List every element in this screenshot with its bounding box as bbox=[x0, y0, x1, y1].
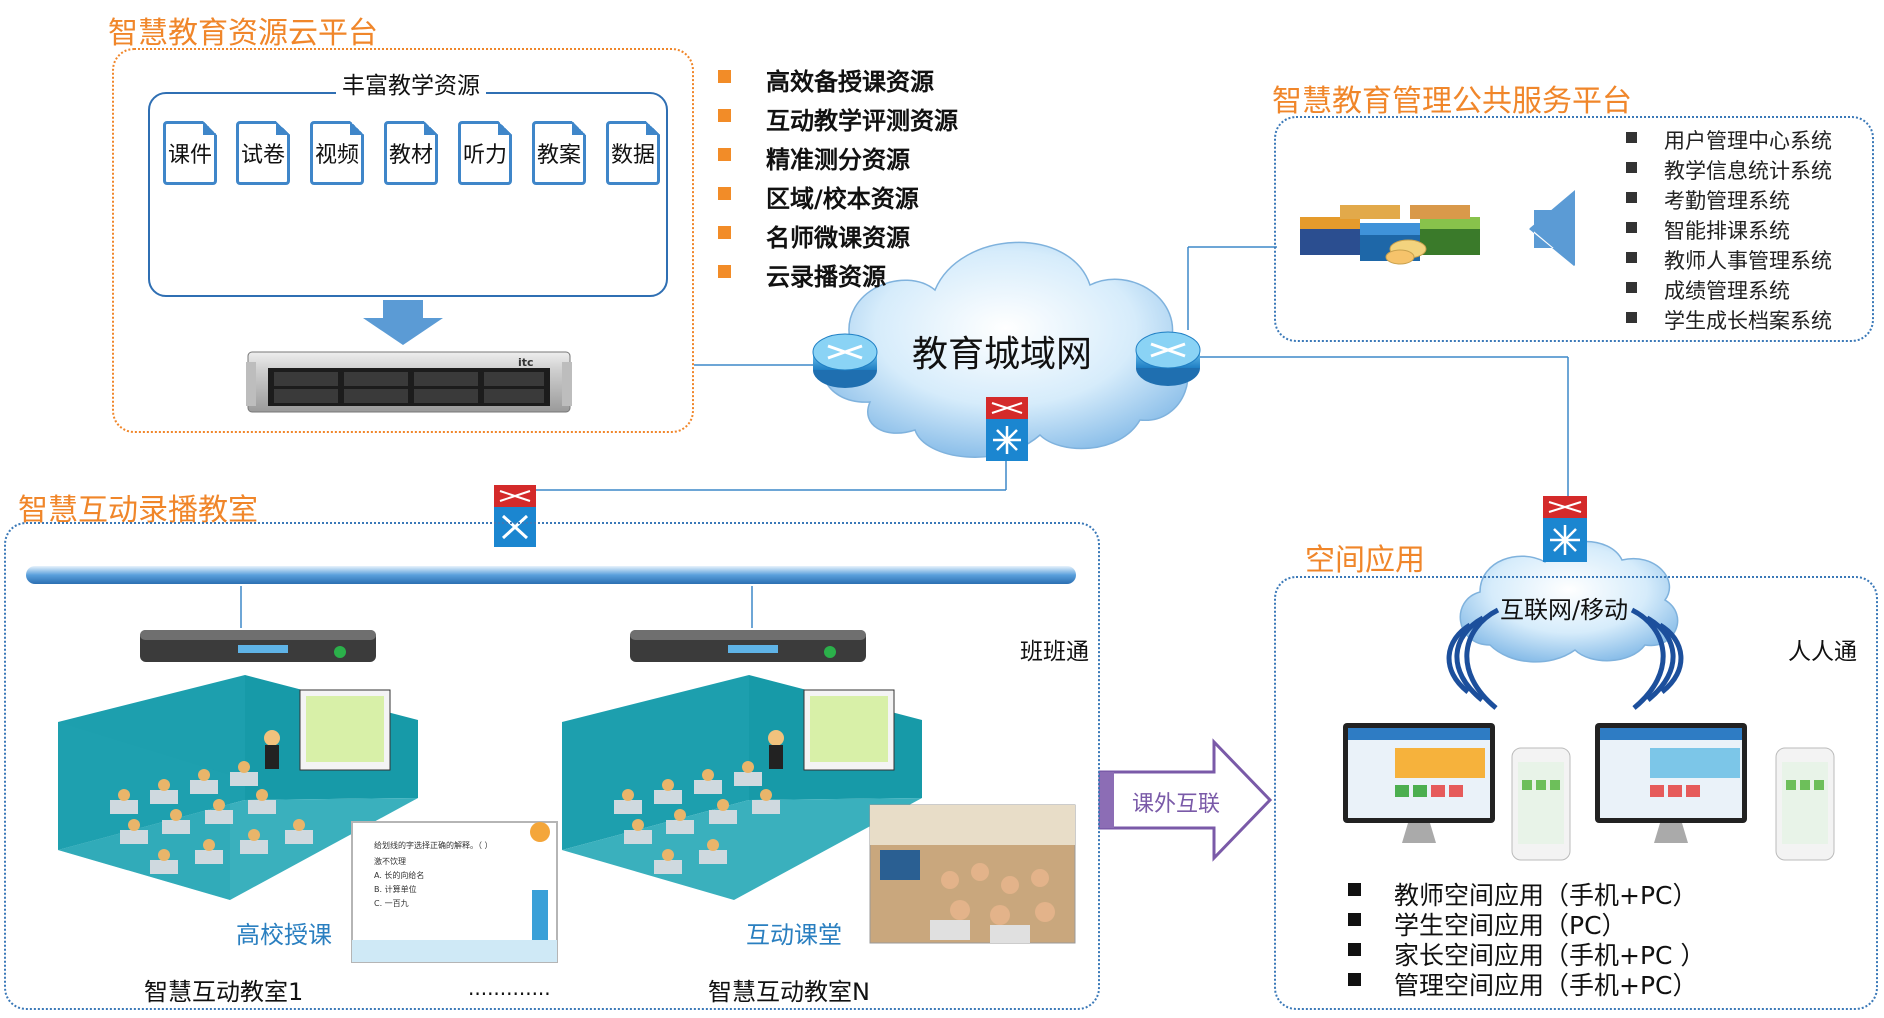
space-apps-list: 教师空间应用（手机+PC） 学生空间应用（PC） 家长空间应用（手机+PC ） … bbox=[1348, 876, 1705, 1000]
banbantong-label: 班班通 bbox=[1020, 639, 1089, 665]
quiz-line: C. 一百九 bbox=[374, 899, 409, 908]
space-app-item: 教师空间应用（手机+PC） bbox=[1348, 876, 1705, 910]
resource-list-item: 区域/校本资源 bbox=[718, 179, 958, 218]
resource-list: 高效备授课资源 互动教学评测资源 精准测分资源 区域/校本资源 名师微课资源 云… bbox=[718, 62, 958, 296]
system-item: 教师人事管理系统 bbox=[1626, 245, 1832, 275]
quiz-line: B. 计算单位 bbox=[374, 885, 417, 894]
resource-list-item: 高效备授课资源 bbox=[718, 62, 958, 101]
recording-box-1 bbox=[140, 630, 376, 662]
classroom-ellipsis: ............. bbox=[468, 976, 551, 1000]
switch-classroom bbox=[494, 485, 536, 547]
cloud-platform-title: 智慧教育资源云平台 bbox=[108, 16, 378, 51]
database-stack-icon bbox=[1300, 205, 1480, 265]
resource-listening[interactable]: 听力 bbox=[458, 121, 512, 185]
phone-2 bbox=[1775, 747, 1835, 861]
router-right bbox=[1135, 331, 1201, 386]
cloud-platform-panel bbox=[112, 48, 694, 433]
server-brand: itc bbox=[518, 356, 534, 369]
management-platform-panel bbox=[1274, 116, 1874, 342]
resource-courseware[interactable]: 课件 bbox=[163, 121, 217, 185]
classroom-bus bbox=[26, 566, 1076, 584]
classroomN-name: 智慧互动教室N bbox=[708, 978, 870, 1006]
resources-title: 丰富教学资源 bbox=[336, 66, 486, 100]
system-item: 教学信息统计系统 bbox=[1626, 155, 1832, 185]
renrentong-label: 人人通 bbox=[1788, 639, 1857, 665]
recording-box-2 bbox=[630, 630, 866, 662]
classroom-photo bbox=[869, 804, 1076, 944]
classroom-3d-1 bbox=[58, 675, 418, 900]
resource-data[interactable]: 数据 bbox=[606, 121, 660, 185]
space-section-title: 空间应用 bbox=[1305, 543, 1425, 578]
resource-exam[interactable]: 试卷 bbox=[236, 121, 290, 185]
classroom-section-panel bbox=[4, 522, 1100, 1010]
resource-lesson-plan[interactable]: 教案 bbox=[532, 121, 586, 185]
left-arrow bbox=[1529, 192, 1574, 266]
phone-1 bbox=[1511, 747, 1571, 861]
management-platform-title: 智慧教育管理公共服务平台 bbox=[1272, 84, 1632, 119]
system-item: 智能排课系统 bbox=[1626, 215, 1832, 245]
monitor-1 bbox=[1343, 723, 1495, 843]
space-app-item: 学生空间应用（PC） bbox=[1348, 906, 1705, 940]
space-app-item: 管理空间应用（手机+PC） bbox=[1348, 966, 1705, 1000]
resource-list-item: 互动教学评测资源 bbox=[718, 101, 958, 140]
quiz-line: 给划线的字选择正确的解释。（ ） bbox=[374, 841, 493, 850]
management-systems-list: 用户管理中心系统 教学信息统计系统 考勤管理系统 智能排课系统 教师人事管理系统… bbox=[1626, 125, 1832, 335]
music-icon-label: MUSIC bbox=[484, 247, 514, 257]
monitor-2 bbox=[1595, 723, 1747, 843]
classroomN-caption: 互动课堂 bbox=[746, 921, 842, 949]
resource-video[interactable]: 视频 bbox=[310, 121, 364, 185]
core-switch-metro bbox=[986, 397, 1028, 461]
outside-link-label: 课外互联 bbox=[1132, 792, 1221, 817]
resource-list-item: 名师微课资源 bbox=[718, 218, 958, 257]
down-arrow bbox=[363, 300, 443, 345]
space-app-item: 家长空间应用（手机+PC ） bbox=[1348, 936, 1705, 970]
outside-link-arrow bbox=[1098, 738, 1273, 862]
quiz-frame bbox=[351, 821, 558, 963]
metro-network-cloud bbox=[822, 241, 1189, 458]
server-rack bbox=[246, 351, 572, 413]
wifi-waves bbox=[1446, 607, 1684, 710]
connector-lines bbox=[240, 246, 1569, 628]
classroom-3d-n bbox=[562, 675, 922, 900]
metro-network-label: 教育城域网 bbox=[912, 334, 1093, 375]
space-section-panel bbox=[1274, 576, 1878, 1010]
classroom1-name: 智慧互动教室1 bbox=[144, 978, 304, 1006]
system-item: 用户管理中心系统 bbox=[1626, 125, 1832, 155]
system-item: 学生成长档案系统 bbox=[1626, 305, 1832, 335]
internet-cloud bbox=[1459, 540, 1679, 663]
core-switch-internet bbox=[1543, 496, 1587, 562]
internet-mobile-label: 互联网/移动 bbox=[1500, 596, 1629, 624]
resource-list-item: 云录播资源 bbox=[718, 257, 958, 296]
system-item: 成绩管理系统 bbox=[1626, 275, 1832, 305]
system-item: 考勤管理系统 bbox=[1626, 185, 1832, 215]
quiz-line: A. 长的向给名 bbox=[374, 871, 425, 880]
classroom1-caption: 高校授课 bbox=[236, 921, 332, 949]
router-left bbox=[812, 333, 878, 388]
resource-list-item: 精准测分资源 bbox=[718, 140, 958, 179]
quiz-line: 激不饮理 bbox=[374, 857, 406, 866]
resource-textbook[interactable]: 教材 bbox=[384, 121, 438, 185]
